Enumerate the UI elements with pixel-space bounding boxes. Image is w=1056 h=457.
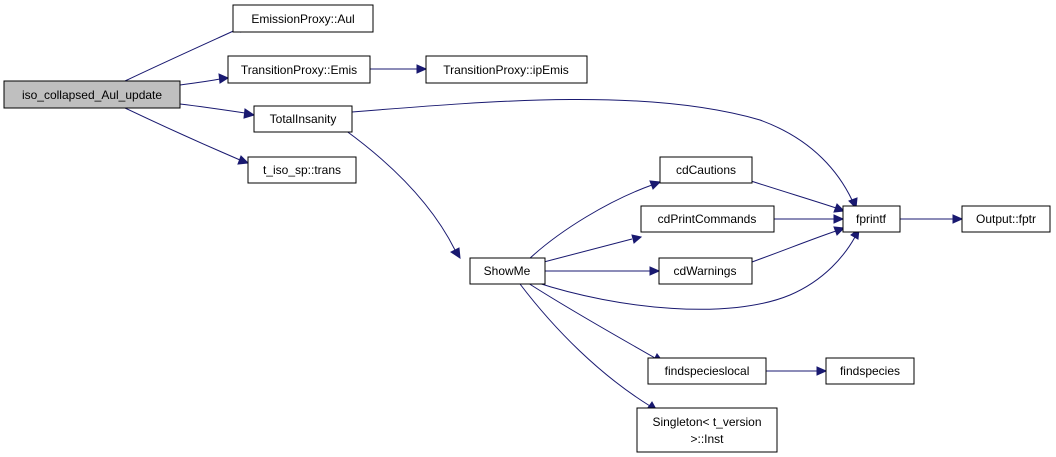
node-singleton-inst[interactable]: Singleton< t_version >::Inst — [636, 407, 778, 453]
node-label: cdPrintCommands — [658, 212, 757, 226]
edge-showme-to-singleton-inst — [519, 283, 651, 407]
node-label: EmissionProxy::Aul — [251, 12, 354, 26]
edge-totalinsanity-to-showme — [344, 129, 456, 251]
node-label: TransitionProxy::Emis — [241, 63, 357, 77]
edge-showme-to-cdcautions — [527, 184, 653, 261]
node-cdprintcommands[interactable]: cdPrintCommands — [640, 205, 775, 233]
edge-totalinsanity-to-fprintf — [351, 98, 853, 201]
node-totalinsanity[interactable]: TotalInsanity — [253, 105, 353, 133]
arrowhead-totalinsanity — [243, 108, 256, 119]
edges — [124, 23, 964, 412]
node-label: TotalInsanity — [270, 112, 337, 126]
edge-cdwarnings-to-fprintf — [751, 230, 837, 263]
node-t-iso-sp-trans[interactable]: t_iso_sp::trans — [247, 156, 357, 184]
arrowhead-fprintf-from-cdprintcommands — [833, 214, 845, 224]
node-label-line2: >::Inst — [690, 432, 724, 446]
node-transitionproxy-emis[interactable]: TransitionProxy::Emis — [227, 55, 371, 84]
node-fprintf[interactable]: fprintf — [842, 205, 901, 233]
edge-root-to-emissionproxy-aul — [124, 27, 241, 82]
edge-root-to-t-iso-sp-trans — [124, 107, 241, 161]
node-output-fptr[interactable]: Output::fptr — [961, 205, 1051, 233]
arrowhead-transitionproxy-emis — [218, 73, 230, 84]
node-label: findspecieslocal — [665, 364, 750, 378]
node-cdcautions[interactable]: cdCautions — [659, 156, 753, 184]
arrowhead-cdwarnings — [649, 266, 661, 276]
arrowhead-fprintf-from-cdcautions — [833, 203, 846, 213]
edge-cdcautions-to-fprintf — [750, 180, 837, 209]
node-label: fprintf — [856, 212, 887, 226]
arrowhead-showme — [450, 247, 461, 260]
arrowhead-cdprintcommands — [631, 234, 643, 244]
node-showme[interactable]: ShowMe — [469, 257, 546, 285]
node-label: t_iso_sp::trans — [263, 163, 341, 177]
edge-root-to-transitionproxy-emis — [179, 78, 221, 86]
arrowhead-cdcautions — [649, 180, 662, 190]
arrowhead-findspecies — [816, 366, 828, 376]
node-label-line1: Singleton< t_version — [652, 415, 761, 429]
edge-showme-to-findspecieslocal — [527, 282, 656, 359]
node-label: TransitionProxy::ipEmis — [443, 63, 569, 77]
node-label: ShowMe — [484, 264, 531, 278]
arrowhead-output-fptr — [952, 214, 964, 224]
node-label: findspecies — [840, 364, 900, 378]
edge-root-to-totalinsanity — [179, 103, 246, 114]
node-cdwarnings[interactable]: cdWarnings — [658, 257, 753, 285]
node-label: Output::fptr — [976, 212, 1036, 226]
arrowhead-fprintf-from-cdwarnings — [833, 226, 846, 236]
node-emissionproxy-aul[interactable]: EmissionProxy::Aul — [232, 4, 374, 33]
node-transitionproxy-ipemis[interactable]: TransitionProxy::ipEmis — [425, 55, 588, 84]
edge-showme-to-cdprintcommands — [539, 238, 633, 264]
edge-showme-to-fprintf — [534, 236, 856, 310]
arrowhead-t-iso-sp-trans — [237, 155, 250, 165]
node-findspecies[interactable]: findspecies — [825, 357, 915, 385]
node-iso-collapsed-aul-update[interactable]: iso_collapsed_Aul_update — [3, 80, 181, 109]
node-label: cdWarnings — [674, 264, 737, 278]
node-findspecieslocal[interactable]: findspecieslocal — [647, 357, 767, 385]
arrowhead-transitionproxy-ipemis — [416, 64, 428, 74]
node-label: iso_collapsed_Aul_update — [22, 88, 162, 102]
node-label: cdCautions — [676, 163, 736, 177]
